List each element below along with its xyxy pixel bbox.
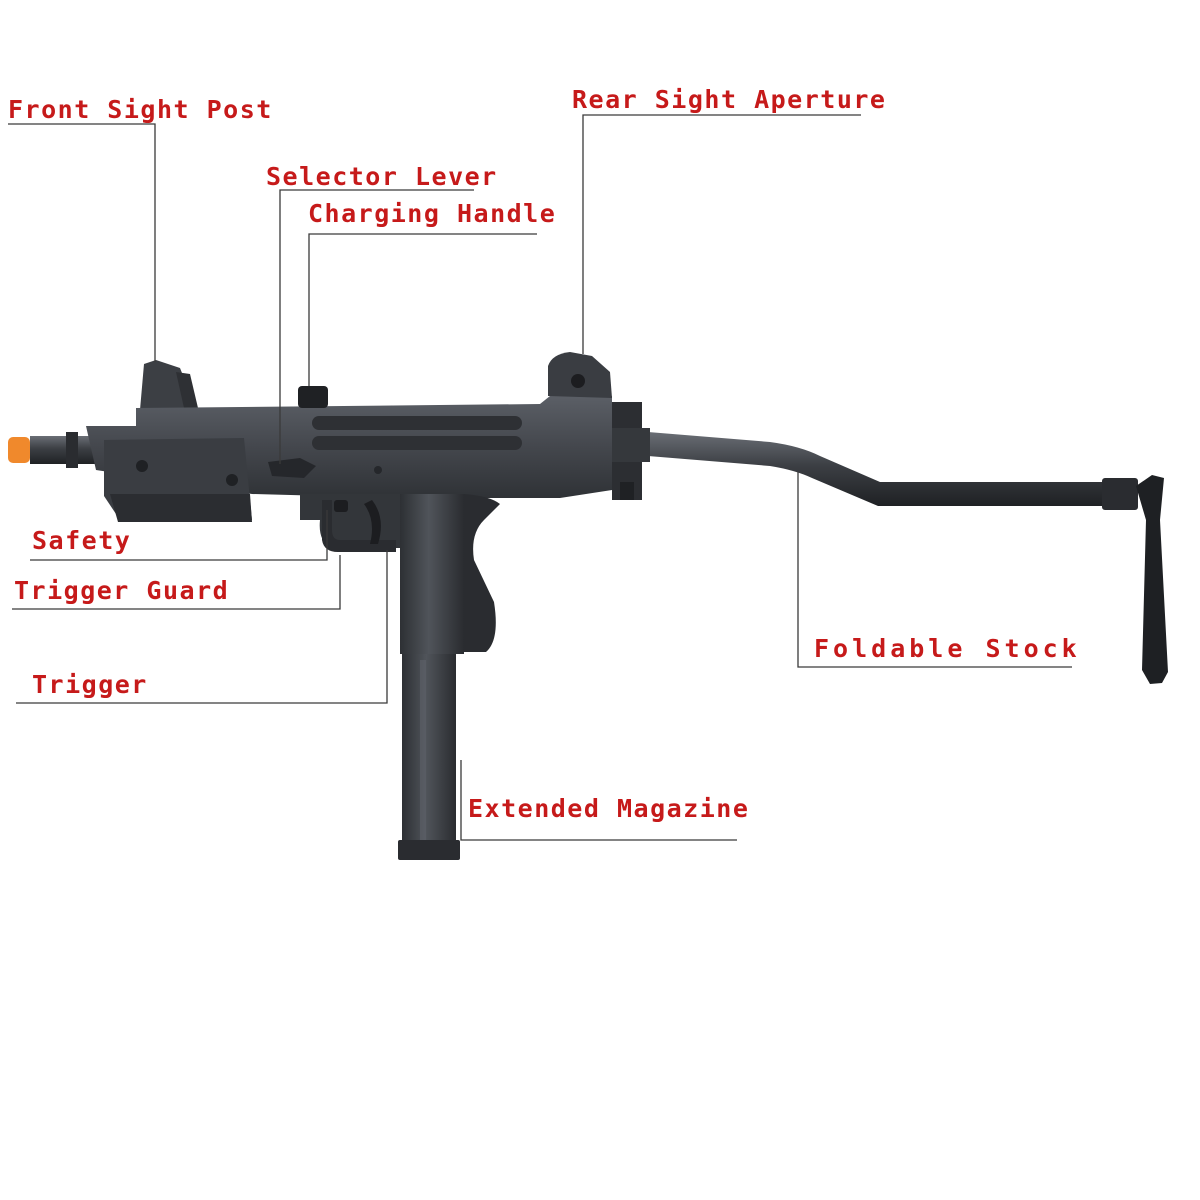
stock-hinge-bolt (620, 482, 634, 500)
pistol-grip (400, 494, 500, 652)
rear-sight-screw (571, 374, 585, 388)
leader-lines (8, 114, 1072, 841)
leader-charging-handle (308, 233, 537, 386)
stock-hinge-plate (606, 428, 650, 462)
lower-frame (300, 494, 400, 548)
fore-grip-screw (226, 474, 238, 486)
trigger-blade (364, 500, 381, 544)
stock-tube (648, 432, 1110, 506)
label-safety: Safety (32, 526, 131, 555)
leader-rear-sight-aperture (582, 114, 861, 354)
top-cover-slot (312, 416, 522, 430)
muzzle-tip (8, 437, 30, 463)
leader-foldable-stock (797, 472, 1072, 668)
safety-button (334, 500, 348, 512)
charging-knob (298, 386, 328, 408)
grip-core (400, 494, 464, 654)
receiver-pin (374, 466, 382, 474)
label-charging-handle: Charging Handle (308, 199, 556, 228)
label-extended-magazine: Extended Magazine (468, 794, 749, 823)
part-labels: Front Sight Post Rear Sight Aperture Sel… (8, 85, 1081, 823)
barrel-ring (66, 432, 78, 468)
label-trigger: Trigger (32, 670, 148, 699)
leader-selector-lever (279, 189, 474, 464)
stock-end-cap (1102, 478, 1138, 510)
stock-butt-pad (1136, 475, 1168, 684)
fore-grip-lower (110, 494, 252, 522)
leader-safety (30, 510, 328, 561)
label-front-sight-post: Front Sight Post (8, 95, 273, 124)
label-trigger-guard: Trigger Guard (14, 576, 229, 605)
magazine-body (402, 654, 456, 852)
top-cover-slot (312, 436, 522, 450)
submachine-gun-illustration (8, 352, 1168, 860)
leader-trigger (16, 550, 388, 704)
label-selector-lever: Selector Lever (266, 162, 498, 191)
magazine-highlight (420, 660, 426, 840)
fore-grip-screw (136, 460, 148, 472)
leader-extended-magazine (460, 760, 737, 841)
leader-trigger-guard (12, 555, 341, 610)
leader-front-sight-post (8, 123, 156, 362)
barrel (30, 436, 100, 464)
front-sight-ear (176, 372, 198, 408)
label-foldable-stock: Foldable Stock (814, 634, 1081, 663)
trigger-guard (322, 500, 396, 552)
magazine-base-plate (398, 840, 460, 860)
label-rear-sight-aperture: Rear Sight Aperture (572, 85, 886, 114)
